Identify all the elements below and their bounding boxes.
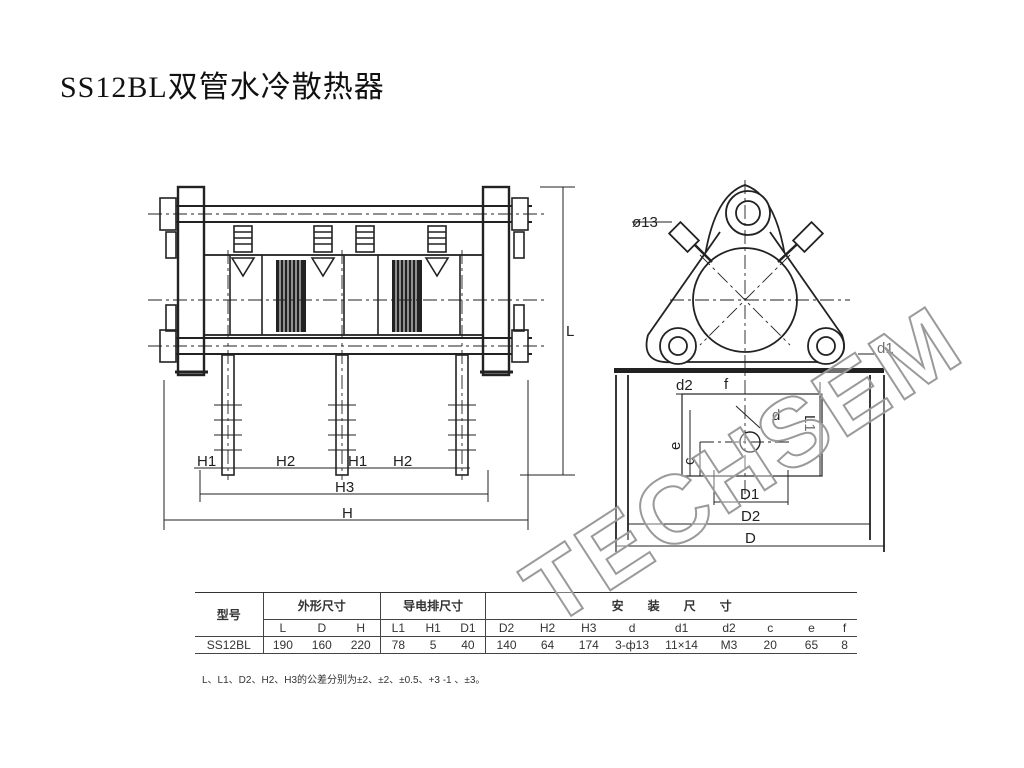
header-group-outer: 外形尺寸 xyxy=(262,593,381,620)
label-d: d xyxy=(772,407,780,424)
page-title: SS12BL双管水冷散热器 xyxy=(60,71,385,104)
label-l1: L1 xyxy=(801,415,818,432)
col-header: H1 xyxy=(415,619,451,637)
table-cell: 5 xyxy=(415,636,451,654)
col-header: L1 xyxy=(380,619,416,637)
label-D2: D2 xyxy=(741,508,760,525)
table-cell: 64 xyxy=(526,636,569,654)
table-cell: 3-ф13 xyxy=(609,636,655,654)
col-header: c xyxy=(749,619,791,637)
label-D1: D1 xyxy=(740,486,759,503)
col-header: H xyxy=(341,619,381,637)
tolerance-footnote: L、L1、D2、H2、H3的公差分别为±2、±2、±0.5、+3 -1 、±3。 xyxy=(202,675,486,686)
table-cell: 190 xyxy=(262,636,303,654)
col-header: D2 xyxy=(485,619,527,637)
column-header-row: L D H L1 H1 D1 D2 H2 H3 d d1 d2 c e f xyxy=(195,619,857,637)
col-header: H2 xyxy=(526,619,569,637)
col-header: D1 xyxy=(450,619,486,637)
label-e: e xyxy=(667,442,684,450)
table-top-rule xyxy=(195,592,857,593)
col-header: f xyxy=(832,619,857,637)
table-cell: 160 xyxy=(302,636,342,654)
label-d1-small: d1 xyxy=(877,340,894,357)
side-fitting-left xyxy=(667,220,713,263)
table-cell: 11×14 xyxy=(654,636,709,654)
label-f: f xyxy=(724,376,729,393)
label-h2-left: H2 xyxy=(276,453,295,470)
device-stack-left xyxy=(276,260,306,332)
right-clamp-plate xyxy=(481,185,511,377)
table-cell: 40 xyxy=(450,636,486,654)
water-fitting-4 xyxy=(424,225,450,278)
water-fitting-2 xyxy=(310,225,336,278)
left-clamp-plate xyxy=(176,185,206,377)
table-cell: 78 xyxy=(380,636,416,654)
label-phi13: ø13 xyxy=(632,214,658,231)
label-d2: d2 xyxy=(676,377,693,394)
water-fitting-1 xyxy=(230,225,256,278)
label-D: D xyxy=(745,530,756,547)
header-group-busbar: 导电排尺寸 xyxy=(380,593,486,620)
label-h2-right: H2 xyxy=(393,453,412,470)
col-header: d xyxy=(609,619,655,637)
cell-model: SS12BL xyxy=(195,636,264,654)
front-view xyxy=(148,185,575,530)
device-stack-right xyxy=(392,260,422,332)
table-cell: 8 xyxy=(832,636,857,654)
label-h1-left: H1 xyxy=(197,453,216,470)
header-model: 型号 xyxy=(195,593,264,637)
table-cell: M3 xyxy=(708,636,750,654)
col-header: d1 xyxy=(654,619,709,637)
label-h: H xyxy=(342,505,353,522)
col-header: H3 xyxy=(568,619,610,637)
label-h3: H3 xyxy=(335,479,354,496)
spec-table: 型号 外形尺寸 导电排尺寸 安 装 尺 寸 L D H L1 H1 D1 D2 … xyxy=(195,593,857,654)
table-cell: 20 xyxy=(749,636,791,654)
table-cell: 220 xyxy=(341,636,381,654)
col-header: D xyxy=(302,619,342,637)
side-view xyxy=(614,180,885,552)
col-header: e xyxy=(790,619,833,637)
header-group-install: 安 装 尺 寸 xyxy=(485,593,857,620)
water-fitting-3 xyxy=(355,225,375,253)
side-fitting-right xyxy=(777,220,825,263)
table-cell: 174 xyxy=(568,636,610,654)
table-cell: 65 xyxy=(790,636,833,654)
label-c: c xyxy=(681,457,698,465)
table-cell: 140 xyxy=(485,636,527,654)
label-l: L xyxy=(566,323,574,340)
table-row: SS12BL 190 160 220 78 5 40 140 64 174 3-… xyxy=(195,636,857,654)
label-h1-mid: H1 xyxy=(348,453,367,470)
col-header: d2 xyxy=(708,619,750,637)
col-header: L xyxy=(262,619,303,637)
